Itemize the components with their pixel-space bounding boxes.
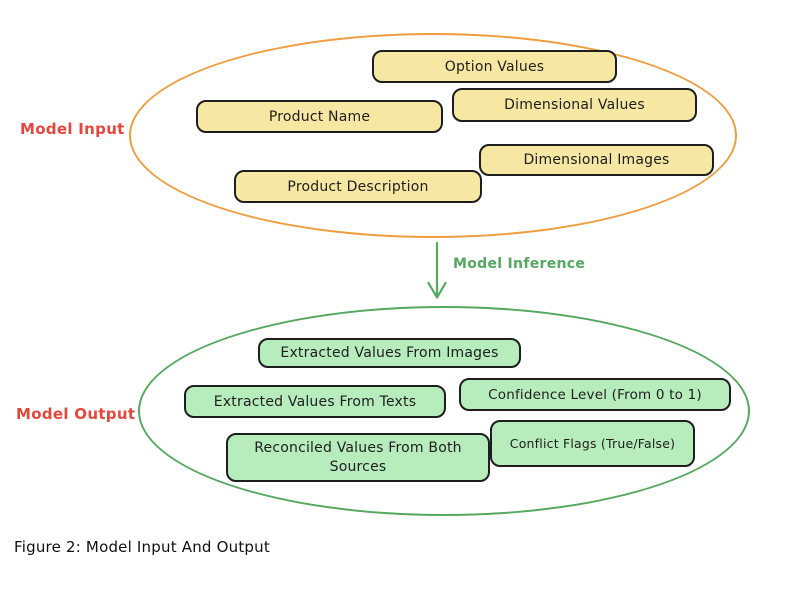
model-input-label: Model Input — [20, 120, 125, 138]
model-inference-label: Model Inference — [453, 256, 586, 272]
box-product-name: Product Name — [196, 100, 443, 133]
model-output-ellipse — [138, 306, 750, 516]
box-dimensional-values: Dimensional Values — [452, 88, 697, 122]
box-option-values: Option Values — [372, 50, 617, 83]
box-product-description: Product Description — [234, 170, 482, 203]
box-dimensional-images: Dimensional Images — [479, 144, 714, 176]
box-conflict-flags: Conflict Flags (True/False) — [490, 420, 695, 467]
model-output-label: Model Output — [16, 405, 136, 423]
model-input-ellipse — [129, 33, 737, 238]
box-extracted-values-from-images: Extracted Values From Images — [258, 338, 521, 368]
box-reconciled-values: Reconciled Values From Both Sources — [226, 433, 490, 482]
figure-caption: Figure 2: Model Input And Output — [14, 538, 270, 556]
box-extracted-values-from-texts: Extracted Values From Texts — [184, 385, 446, 418]
box-confidence-level: Confidence Level (From 0 to 1) — [459, 378, 731, 411]
